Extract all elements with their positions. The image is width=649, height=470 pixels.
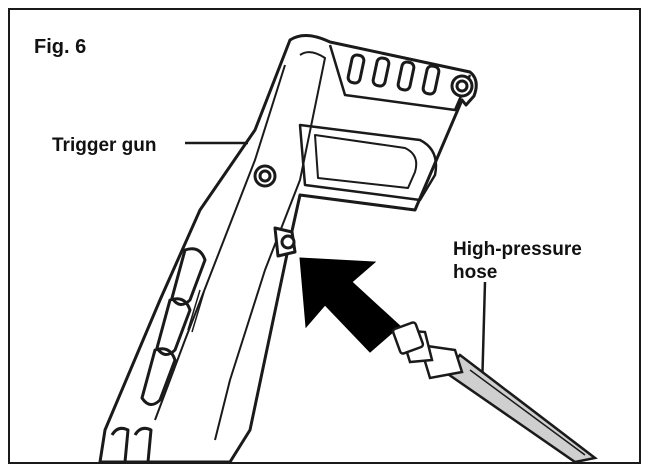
high-pressure-hose <box>391 321 598 464</box>
hose-label-line2: hose <box>453 262 498 283</box>
trigger-gun-label: Trigger gun <box>52 135 157 156</box>
figure-number: Fig. 6 <box>34 36 87 58</box>
arrow-up-left-icon <box>299 257 401 353</box>
hose-label: High-pressure hose <box>453 238 582 284</box>
trigger-gun <box>98 34 478 464</box>
hose-label-line1: High-pressure <box>453 239 582 260</box>
